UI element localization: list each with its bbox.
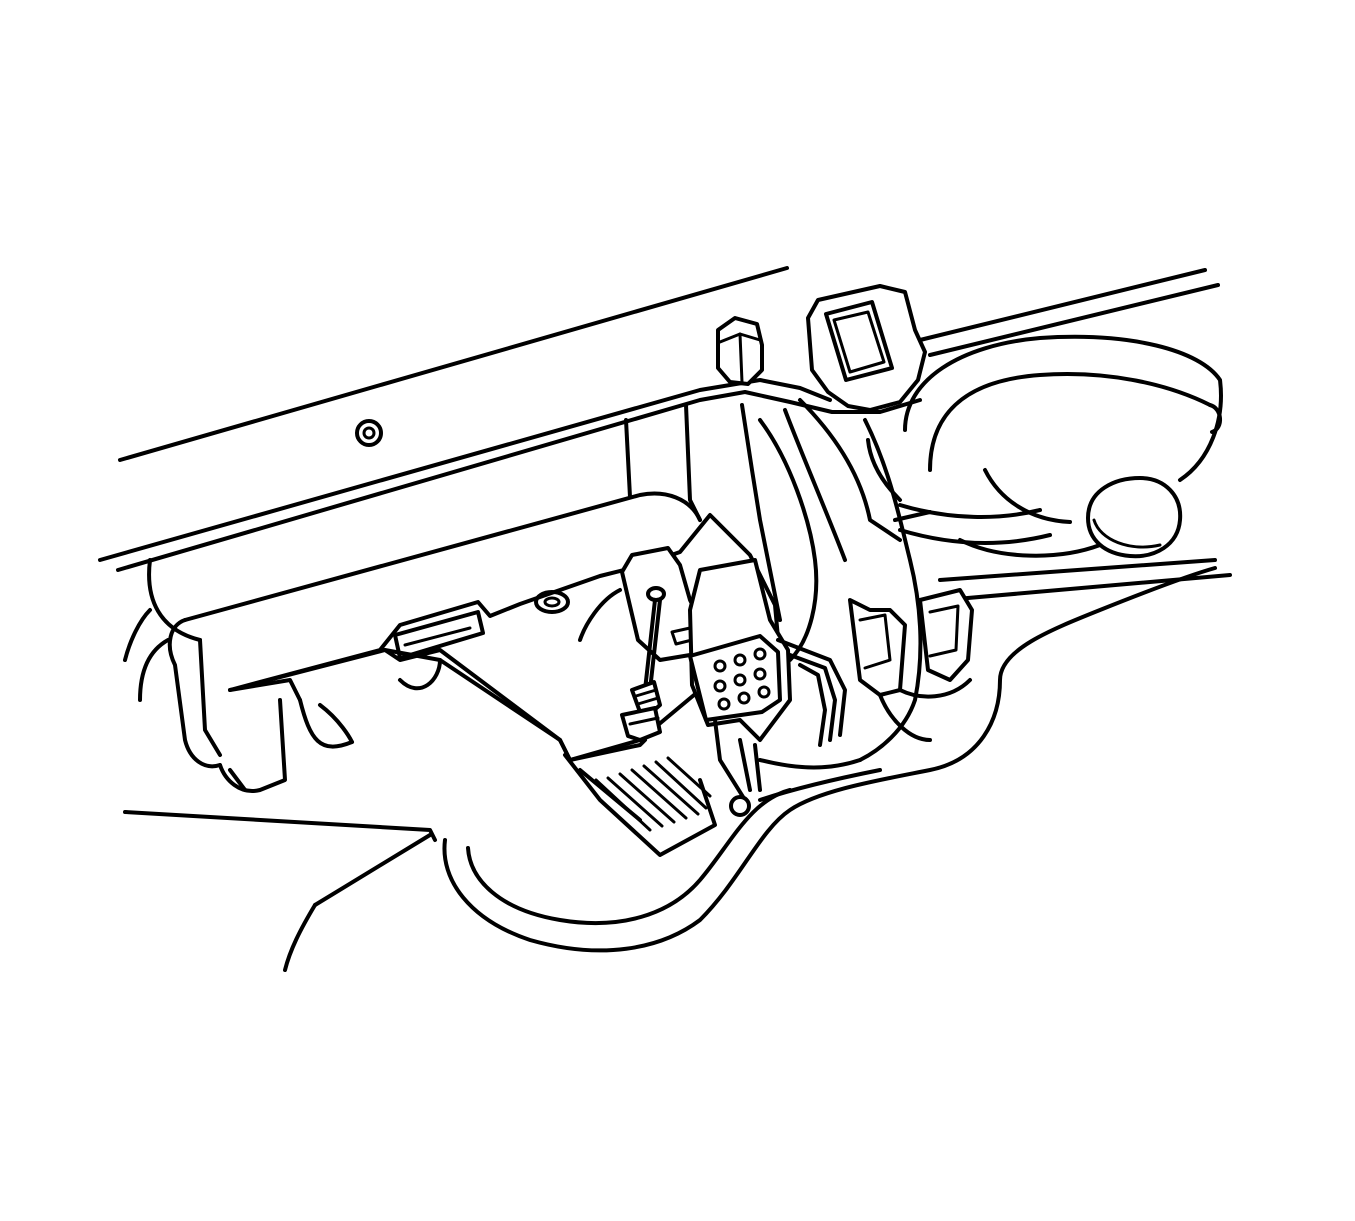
- round-plug: [355, 419, 383, 447]
- resistor-electrical-connector: [688, 558, 792, 817]
- mounting-bracket: [806, 284, 927, 412]
- heater-core-duct: [898, 334, 1232, 602]
- blower-motor-housing: [123, 403, 782, 972]
- lower-panel-edge: [442, 566, 1217, 953]
- side-harness-connectors: [848, 588, 974, 742]
- wiring-harness: [758, 398, 932, 770]
- hex-nut: [716, 316, 764, 386]
- dash-panel-upper-edge: [98, 266, 1220, 572]
